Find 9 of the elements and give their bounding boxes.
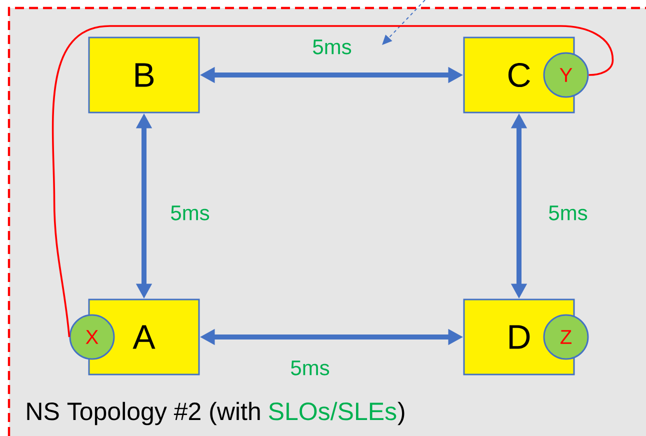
edge-label: 5ms bbox=[313, 40, 352, 54]
route-curve bbox=[52, 25, 614, 338]
caption-text: ) bbox=[398, 402, 404, 426]
edge-label: 5ms bbox=[171, 206, 210, 220]
edge-label: 5ms bbox=[291, 360, 330, 376]
caption-text: SLOs/SLEs bbox=[268, 402, 396, 420]
node-box: B bbox=[88, 36, 200, 114]
edge-label: 5ms bbox=[549, 206, 588, 220]
caption-text: NS Topology #2 (with bbox=[27, 402, 260, 426]
